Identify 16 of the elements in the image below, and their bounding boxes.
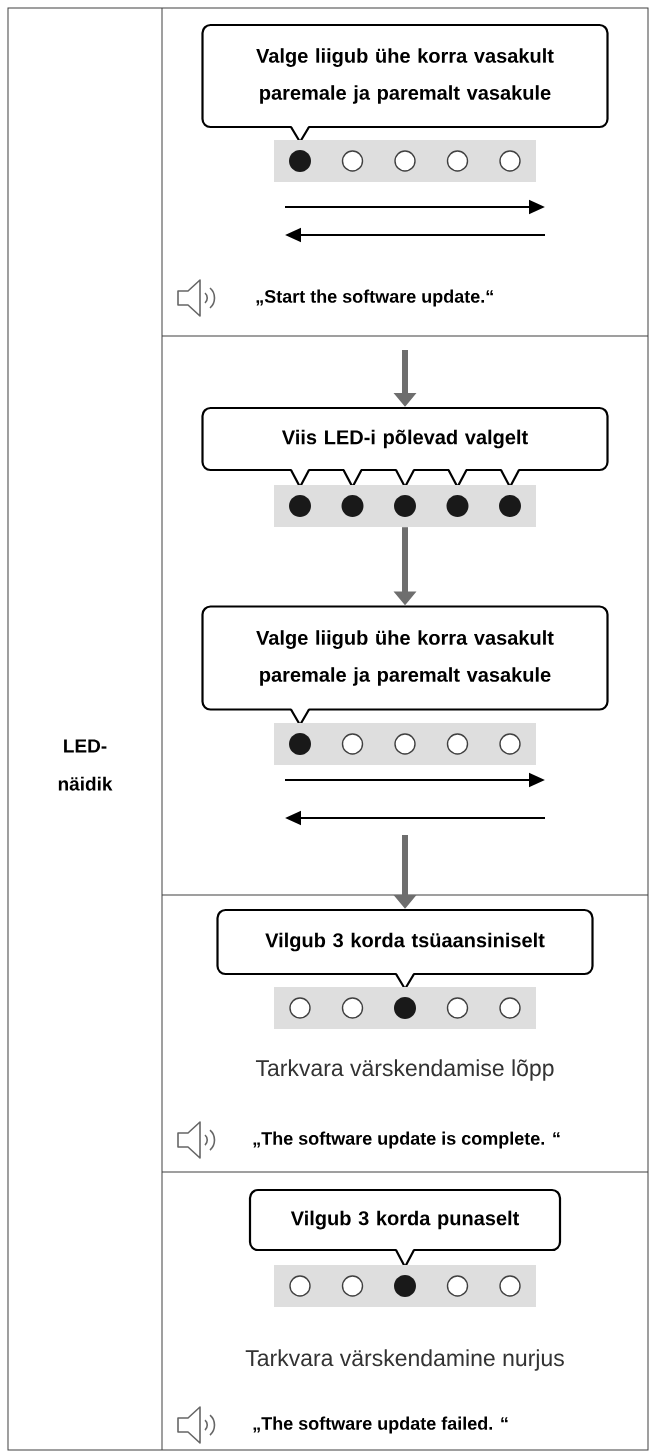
speech-bubble: Vilgub 3 korda punaselt [248,1188,562,1269]
speech-bubble: Vilgub 3 korda tsüaansiniselt [216,908,594,991]
speech-bubble: Viis LED-i põlevad valgelt [201,406,609,489]
status-text: Tarkvara värskendamine nurjus [245,1349,564,1371]
row-header: LED-näidik [58,739,113,791]
led-strip [274,987,536,1029]
led-strip [274,723,536,765]
led-strip [274,485,536,527]
status-text: Tarkvara värskendamise lõpp [255,1059,554,1081]
led-strip [274,1265,536,1307]
led-strip [274,140,536,182]
speech-bubble: Valge liigub ühe korra vasakult paremale ja paremalt vasakule [201,23,609,144]
voice-prompt: „The software update is complete. “ [253,1131,560,1149]
voice-prompt: „Start the software update.“ [256,289,493,307]
voice-prompt: „The software update failed. “ [253,1416,508,1434]
speech-bubble: Valge liigub ühe korra vasakult paremale ja paremalt vasakule [201,605,609,727]
